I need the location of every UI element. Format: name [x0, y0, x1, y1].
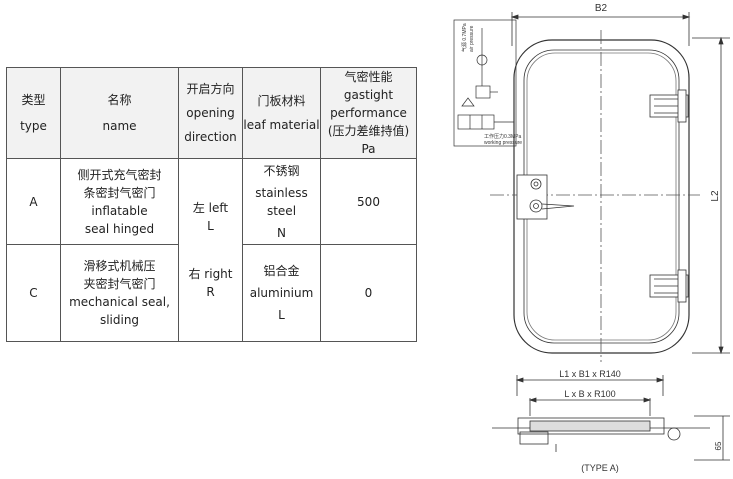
cell-name: 侧开式充气密封 条密封气密门 inflatable seal hinged [60, 158, 179, 245]
hinge-top [649, 89, 689, 123]
door-drawing: B2 L2 L1 x B1 x R140 L x B x R100 65 (TY… [453, 3, 730, 473]
door-section [492, 417, 710, 452]
dim-outer-label: L1 x B1 x R140 [559, 369, 621, 379]
hinge-bottom [649, 269, 689, 303]
table-row: C 滑移式机械压 夹密封气密门 mechanical seal, sliding… [6, 244, 417, 342]
dim-thickness-label: 65 [714, 441, 723, 450]
dim-height-label: L2 [710, 190, 721, 202]
header-material: 门板材料 leaf material [242, 67, 321, 159]
spec-table: 类型 type 名称 name 开启方向 opening direction 门… [6, 67, 417, 342]
header-type: 类型 type [6, 67, 61, 159]
cell-pressure: 500 [320, 158, 417, 245]
pneumatic-label-source: 气源 0.7MPa [461, 23, 468, 52]
pneumatic-schematic [453, 19, 517, 147]
cell-material: 不锈钢 stainless steel N [242, 158, 321, 245]
door-handle [516, 174, 575, 220]
cell-type: A [6, 158, 61, 245]
cell-direction: 左 left L 右 right R [178, 158, 243, 342]
cell-pressure: 0 [320, 244, 417, 342]
cell-name: 滑移式机械压 夹密封气密门 mechanical seal, sliding [60, 244, 179, 342]
pneumatic-label-work-en: working pressure [484, 140, 522, 146]
dim-inner-label: L x B x R100 [564, 389, 615, 399]
cell-type: C [6, 244, 61, 342]
cell-material: 铝合金 aluminium L [242, 244, 321, 342]
dim-width-label: B2 [595, 3, 608, 14]
header-performance: 气密性能 gastight performance (压力差维持值) Pa [320, 67, 417, 159]
pneumatic-label-source-en: air pressure [469, 25, 475, 52]
header-direction: 开启方向 opening direction [178, 67, 243, 159]
section-caption: (TYPE A) [581, 463, 619, 473]
header-name: 名称 name [60, 67, 179, 159]
table-row: A 侧开式充气密封 条密封气密门 inflatable seal hinged … [6, 158, 417, 342]
pneumatic-label-work: 工作压力0.3MPa [484, 133, 521, 140]
